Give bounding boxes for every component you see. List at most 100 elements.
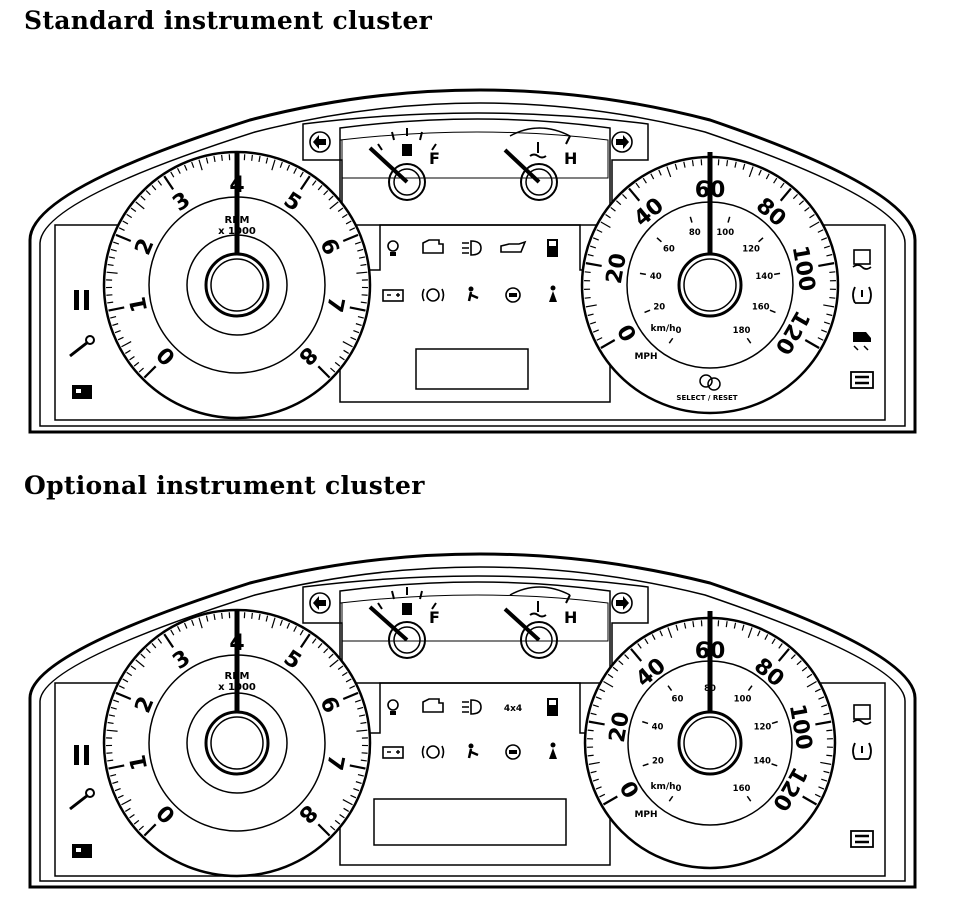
fourwd-label: 4x4 — [504, 704, 522, 714]
major-tick — [299, 175, 311, 190]
kmh-number: 100 — [716, 228, 734, 238]
minor-tick — [133, 361, 140, 367]
minor-tick — [110, 315, 117, 319]
major-tick — [628, 187, 641, 202]
minor-tick — [124, 807, 131, 812]
minor-tick — [183, 622, 188, 629]
minor-tick — [826, 754, 833, 757]
major-tick — [115, 691, 132, 701]
minor-tick — [757, 630, 761, 637]
minor-tick — [118, 685, 125, 689]
minor-tick — [829, 271, 836, 274]
minor-tick — [683, 161, 686, 168]
minor-tick — [108, 256, 116, 259]
minor-tick — [334, 361, 341, 367]
turn-left-icon — [309, 592, 331, 614]
major-tick — [600, 339, 616, 349]
minor-tick — [826, 253, 833, 257]
minor-tick — [595, 786, 602, 790]
minor-tick — [130, 665, 137, 671]
fuel-pump-icon — [402, 144, 412, 156]
fuel-gauge: F — [368, 128, 440, 201]
minor-tick — [605, 214, 611, 219]
minor-tick — [122, 220, 129, 225]
minor-tick — [110, 773, 117, 777]
minor-tick — [129, 355, 135, 361]
minor-tick — [323, 190, 329, 196]
minor-tick — [114, 788, 121, 792]
kmh-label: km/h — [650, 782, 675, 792]
minor-tick — [725, 621, 728, 628]
dial-number: 7 — [321, 294, 349, 314]
major-tick — [815, 720, 832, 726]
minor-tick — [342, 341, 353, 348]
minor-tick — [607, 673, 614, 679]
center-display — [373, 798, 567, 846]
select-reset-button[interactable]: SELECT / RESET — [676, 374, 738, 402]
minor-tick — [585, 304, 597, 308]
major-tick — [585, 262, 602, 267]
kmh-number: 180 — [733, 326, 751, 336]
minor-tick — [360, 301, 367, 304]
major-tick — [163, 175, 175, 190]
minor-tick — [584, 271, 591, 274]
temp-gauge: H — [503, 586, 577, 659]
major-tick — [349, 306, 366, 312]
turn-right-icon — [611, 131, 633, 153]
kmh-number: 140 — [755, 272, 773, 282]
minor-tick — [330, 825, 336, 831]
minor-tick — [286, 622, 291, 629]
coolant-temp-icon — [529, 601, 547, 618]
minor-tick — [637, 643, 642, 649]
fuel-full-label: F — [429, 608, 440, 627]
kmh-tick — [727, 216, 731, 223]
kmh-number: 160 — [733, 784, 751, 794]
minor-tick — [330, 367, 336, 373]
minor-tick — [311, 638, 317, 644]
kmh-tick — [656, 237, 662, 243]
minor-tick — [286, 164, 291, 171]
major-tick — [342, 691, 359, 701]
minor-tick — [809, 221, 820, 229]
minor-tick — [778, 643, 783, 649]
minor-tick — [801, 666, 808, 672]
minor-tick — [357, 315, 364, 319]
minor-tick — [337, 207, 344, 213]
minor-tick — [350, 336, 357, 341]
minor-tick — [106, 271, 118, 274]
kmh-number: 120 — [754, 722, 772, 732]
minor-tick — [113, 241, 120, 245]
minor-tick — [170, 171, 175, 178]
minor-tick — [258, 155, 261, 163]
minor-tick — [821, 237, 828, 241]
fuel-gauge: F — [368, 587, 440, 659]
minor-tick — [106, 729, 118, 732]
lamp-warning-icon — [387, 699, 399, 715]
minor-tick — [138, 367, 144, 373]
standard-cluster-heading: Standard instrument cluster — [24, 6, 433, 35]
minor-tick — [205, 615, 209, 622]
temp-gauge: H — [503, 127, 577, 201]
minor-tick — [790, 654, 796, 660]
minor-tick — [726, 160, 729, 167]
minor-tick — [806, 673, 813, 679]
minor-tick — [107, 301, 114, 304]
minor-tick — [587, 754, 594, 757]
tachometer: 012345678 RPM x 1000 — [102, 150, 372, 420]
dial-number: 7 — [321, 752, 349, 772]
cruise-icon — [72, 844, 92, 858]
abs-warning-icon — [505, 744, 521, 760]
minor-tick — [360, 263, 367, 267]
4x4-warning-icon: 4x4 — [504, 704, 522, 714]
mph-label: MPH — [634, 352, 657, 362]
minor-tick — [733, 622, 737, 629]
minor-tick — [342, 799, 353, 806]
minor-tick — [112, 781, 119, 785]
minor-tick — [110, 248, 117, 252]
minor-tick — [587, 313, 594, 317]
kmh-number: 60 — [663, 244, 675, 254]
minor-tick — [592, 704, 599, 708]
minor-tick — [792, 193, 798, 200]
minor-tick — [635, 182, 640, 189]
kmh-tick — [771, 763, 778, 767]
